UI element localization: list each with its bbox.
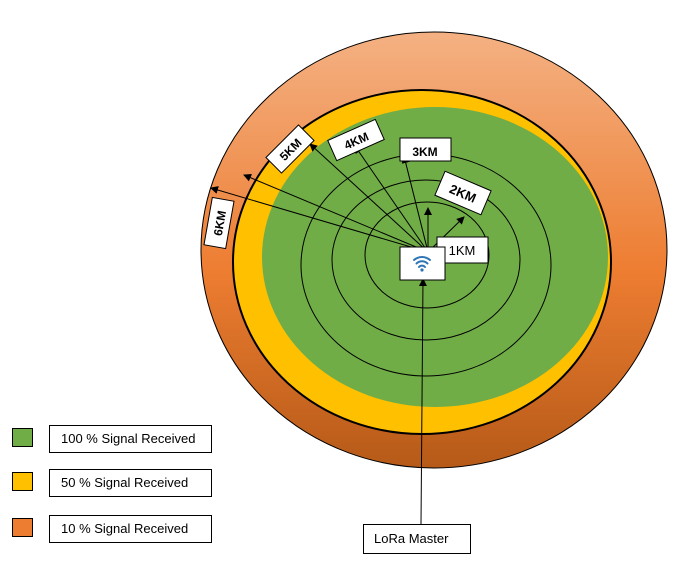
distance-arrows: [210, 143, 465, 525]
arrow-to-master: [418, 278, 427, 525]
legend-swatch-orange: [12, 518, 33, 537]
arrow-3km: [401, 155, 429, 253]
arrow-2km: [427, 216, 465, 253]
legend-label: 50 % Signal Received: [49, 469, 212, 497]
lora-master-node: [399, 246, 446, 281]
range-ring-2km: [331, 179, 521, 341]
legend-label: 10 % Signal Received: [49, 515, 212, 543]
lora-master-label: LoRa Master: [363, 524, 471, 554]
label-3km: 3KM: [399, 137, 452, 162]
label-3km-text: 3KM: [412, 145, 437, 159]
legend-swatch-yellow: [12, 472, 33, 491]
arrow-6km: [243, 174, 429, 253]
label-2km: 2KM: [434, 170, 492, 216]
legend-swatch-green: [12, 428, 33, 447]
arrow-4km: [354, 145, 429, 253]
legend-label: 100 % Signal Received: [49, 425, 212, 453]
label-6km: 6KM: [203, 196, 235, 250]
arrow-6km-outer: [210, 186, 429, 253]
wifi-icon: [413, 256, 431, 272]
label-6km-text: 6KM: [211, 209, 229, 236]
arrow-5km: [309, 143, 429, 253]
range-ring-1km: [364, 201, 490, 309]
label-4km: 4KM: [327, 118, 385, 162]
label-1km-text: 1KM: [449, 243, 476, 258]
